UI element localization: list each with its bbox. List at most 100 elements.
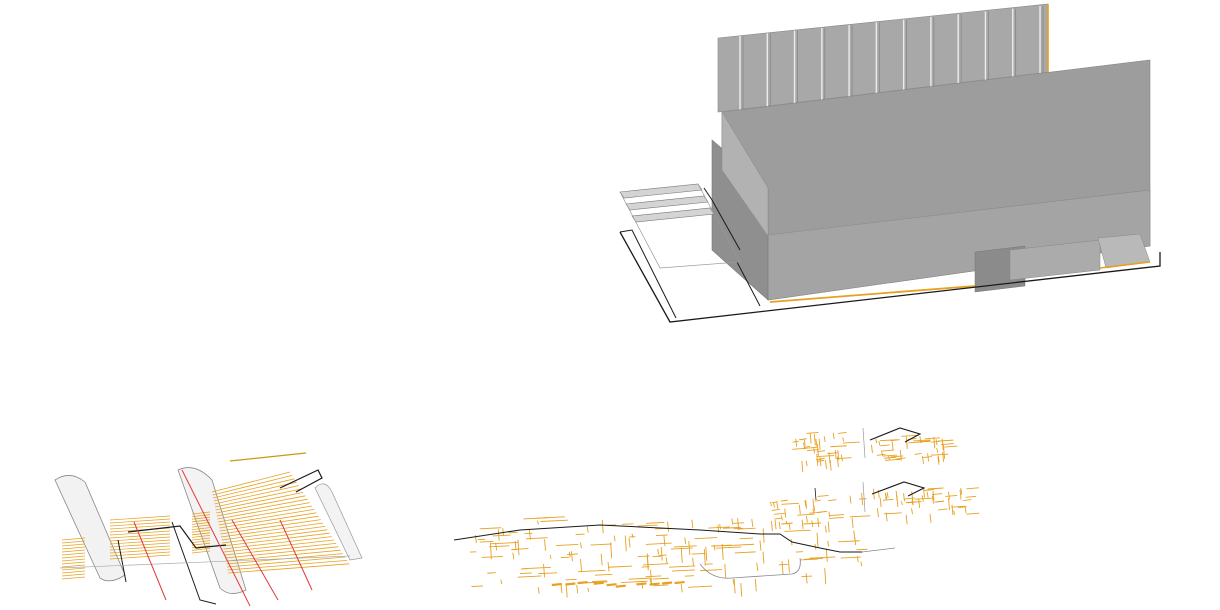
plan-line [860, 561, 863, 567]
plan-line [642, 563, 669, 566]
detail-line [771, 509, 780, 511]
plan-line [670, 547, 693, 550]
detail-line [879, 439, 898, 442]
detail-line [948, 498, 950, 511]
plan-line [732, 579, 735, 585]
plan-line [694, 537, 718, 540]
detail-line [877, 489, 880, 498]
detail-line [834, 449, 837, 459]
elev-hatch-line [215, 492, 304, 511]
detail-line [816, 450, 826, 453]
detail-line [825, 460, 827, 470]
elev-hatch-line [216, 498, 308, 517]
plan-line [500, 579, 503, 585]
entrance-canopy [1009, 239, 1101, 281]
plan-line [784, 529, 811, 532]
detail-line [918, 498, 921, 508]
detail-line [948, 491, 950, 500]
elev-hatch-line [109, 554, 171, 560]
detail-line [882, 454, 898, 457]
elevation-hatch [61, 471, 350, 580]
elev-hatch-line [109, 551, 171, 557]
elev-hatch-line [191, 529, 211, 533]
plan-line [481, 555, 504, 558]
plan-dense-line [674, 580, 685, 585]
plan-line [684, 537, 687, 545]
detail-line [924, 489, 935, 491]
plan-line [713, 544, 716, 551]
elev-hatch-line [213, 478, 295, 499]
detail-line [883, 456, 897, 459]
detail-line [881, 451, 884, 457]
elev-hatch-line [61, 567, 86, 571]
detail-line [933, 436, 936, 449]
detail-line [944, 445, 958, 448]
plan-line [621, 580, 648, 584]
detail-line [770, 520, 773, 532]
detail-line [904, 497, 915, 500]
elev-hatch-line [213, 481, 297, 502]
detail-line [886, 492, 889, 499]
detail-line [937, 456, 940, 465]
elev-hatch-line [191, 516, 211, 520]
detail-line [882, 498, 894, 501]
elev-hatch-line [191, 535, 211, 538]
plan-line [657, 548, 660, 555]
detail-line [828, 499, 837, 502]
plan-line [489, 545, 510, 548]
base-edge-orange-2 [1099, 261, 1151, 269]
detail-line [901, 434, 918, 437]
plan-dense-line [661, 581, 673, 585]
floor-plan-linework[interactable] [453, 427, 980, 598]
detail-line [932, 495, 934, 504]
elev-hatch-line [216, 495, 306, 514]
plan-line [628, 577, 651, 580]
plan-line [565, 584, 568, 598]
detail-line [774, 517, 782, 520]
plan-line [673, 545, 697, 548]
detail-line [830, 445, 847, 448]
detail-line [792, 447, 806, 450]
plan-edge [861, 547, 896, 553]
detail-black-1 [869, 427, 922, 443]
plan-line [824, 525, 827, 533]
plan-line [703, 548, 706, 566]
detail-line [801, 460, 804, 473]
building-3d-model[interactable] [619, 3, 1161, 323]
elev-hatch-line [109, 536, 171, 542]
elev-hatch-line [109, 515, 171, 521]
plan-line [580, 542, 582, 549]
detail-line [815, 438, 818, 447]
elev-hatch-line [61, 537, 86, 541]
elevation-linework-left[interactable] [54, 452, 363, 607]
elev-hatch-line [191, 540, 211, 543]
elev-hatch-line [223, 536, 332, 550]
parking-box [619, 183, 741, 269]
plan-grid [470, 492, 871, 598]
plan-dense-line [593, 581, 604, 585]
elev-hatch-line [61, 576, 86, 580]
detail-line [842, 441, 860, 444]
plan-line [787, 559, 790, 573]
plan-line [592, 580, 607, 582]
plan-line [526, 537, 548, 540]
elev-hatch-line [191, 522, 211, 525]
plan-line [610, 542, 613, 559]
elev-hatch-line [61, 543, 86, 547]
detail-line [823, 436, 826, 443]
detail-line [819, 457, 822, 467]
parking-edge-2 [703, 187, 741, 251]
elev-hatch-line [61, 546, 86, 550]
detail-line [805, 515, 808, 523]
plan-line [520, 572, 532, 574]
elev-hatch-line [214, 485, 299, 505]
detail-cluster-a [792, 431, 860, 473]
detail-line [883, 512, 902, 515]
detail-cluster-c [769, 487, 980, 533]
elev-hatch-line [61, 552, 86, 556]
plan-dense-line [606, 583, 617, 587]
plan-line [723, 526, 741, 529]
detail-line [927, 487, 944, 490]
detail-line [872, 488, 875, 500]
